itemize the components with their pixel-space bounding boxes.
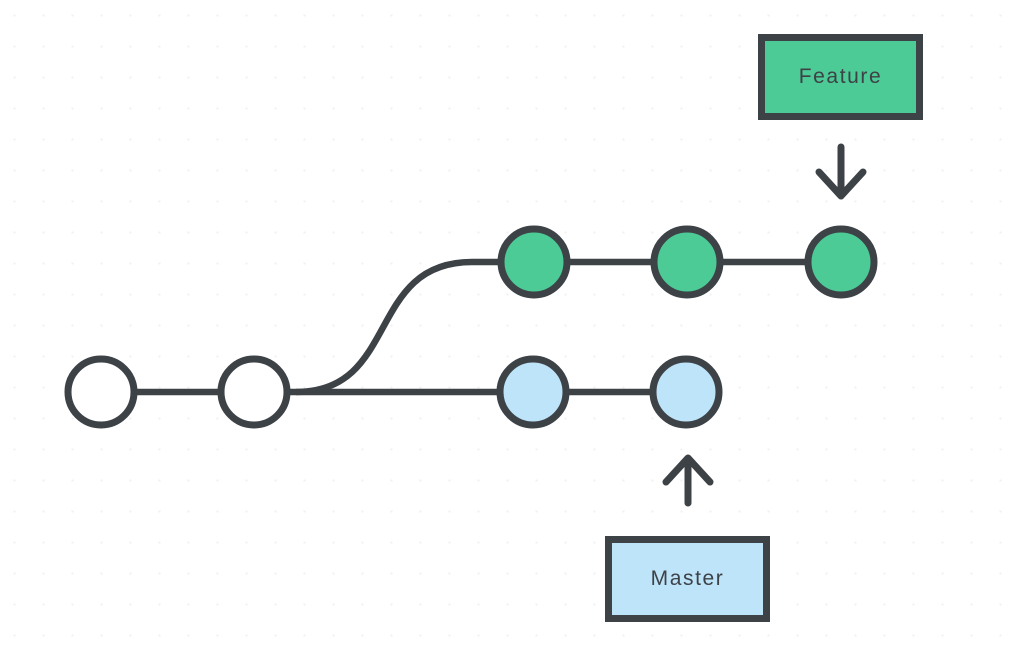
master-commit-node bbox=[217, 355, 291, 429]
feature-commit-node bbox=[804, 225, 878, 299]
feature-branch-label-box: Feature bbox=[758, 34, 923, 120]
commit-layer bbox=[64, 225, 878, 429]
master-branch-label-box: Master bbox=[605, 536, 770, 622]
master-commit-node bbox=[649, 355, 723, 429]
feature-commit-node bbox=[497, 225, 571, 299]
feature-branch-label: Feature bbox=[798, 65, 883, 88]
master-commit-node bbox=[64, 355, 138, 429]
arrow-up-icon bbox=[662, 454, 714, 507]
master-branch-label: Master bbox=[650, 567, 725, 590]
feature-commit-node bbox=[650, 225, 724, 299]
arrow-down-icon bbox=[815, 143, 867, 200]
branch-curve bbox=[295, 258, 473, 396]
master-commit-node bbox=[496, 355, 570, 429]
